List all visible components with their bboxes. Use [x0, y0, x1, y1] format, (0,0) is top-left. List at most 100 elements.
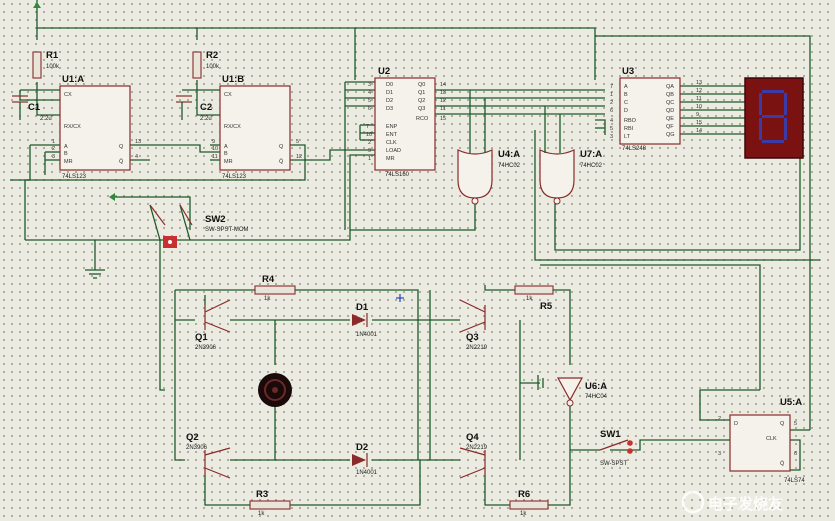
u3-part: 74LS248: [622, 146, 647, 152]
svg-text:QF: QF: [666, 124, 674, 130]
chip-u2: U2 D0 D1 D2 D3 ENP ENT CLK LOAD MR Q0 Q1…: [366, 66, 446, 178]
svg-text:5: 5: [296, 139, 299, 145]
svg-text:D0: D0: [386, 82, 393, 88]
svg-text:2: 2: [368, 140, 371, 146]
svg-text:5: 5: [610, 126, 613, 132]
u1a-label: U1:A: [62, 74, 84, 85]
svg-text:Q2: Q2: [418, 98, 425, 104]
u3-label: U3: [622, 66, 634, 77]
q1-part: 2N3906: [195, 345, 217, 351]
cursor-marker: [396, 294, 404, 302]
u1b-part: 74LS123: [222, 174, 247, 180]
r5-label: R5: [540, 301, 553, 312]
svg-text:3: 3: [718, 451, 721, 457]
u1b-label: U1:B: [222, 74, 244, 85]
r6-label: R6: [518, 489, 530, 500]
c2-label: C2: [200, 102, 212, 113]
svg-text:B: B: [224, 151, 228, 157]
svg-text:12: 12: [696, 88, 702, 94]
svg-text:D2: D2: [386, 98, 393, 104]
svg-text:6: 6: [794, 451, 797, 457]
u2-part: 74LS160: [385, 172, 410, 178]
svg-text:Q̄: Q̄: [279, 158, 284, 165]
r1-value: 100k: [46, 64, 60, 70]
svg-text:QA: QA: [666, 84, 674, 90]
gate-u4a: U4:A 74HC02: [457, 120, 521, 205]
watermark-text: 电子发烧友: [708, 495, 783, 513]
diode-d1: D1 1N4001: [352, 302, 378, 338]
svg-text:D: D: [624, 108, 628, 114]
svg-text:A: A: [624, 84, 628, 90]
d2-part: 1N4001: [356, 470, 378, 476]
q1-label: Q1: [195, 332, 208, 343]
svg-text:CLK: CLK: [386, 140, 397, 146]
switch-sw2: SW2 SW-SPST-MOM: [149, 204, 249, 248]
svg-text:RBO: RBO: [624, 118, 637, 124]
svg-text:14: 14: [696, 128, 702, 134]
resistor-r4: R4 1k: [254, 274, 296, 302]
svg-text:9: 9: [368, 148, 371, 154]
svg-text:MR: MR: [64, 159, 73, 165]
u6a-part: 74HC04: [585, 394, 608, 400]
q4-part: 2N2219: [466, 445, 488, 451]
r4-value: 1k: [264, 296, 271, 302]
svg-text:2: 2: [610, 100, 613, 106]
svg-text:Q̄: Q̄: [780, 460, 785, 467]
svg-text:14: 14: [440, 82, 446, 88]
q3-label: Q3: [466, 332, 479, 343]
svg-text:3: 3: [368, 82, 371, 88]
u1a-part: 74LS123: [62, 174, 87, 180]
u6a-label: U6:A: [585, 381, 607, 392]
svg-text:B: B: [624, 92, 628, 98]
svg-text:1: 1: [610, 92, 613, 98]
svg-text:10: 10: [212, 146, 218, 152]
svg-text:3: 3: [52, 154, 55, 160]
svg-text:9: 9: [212, 139, 215, 145]
u7a-part: 74HC02: [580, 163, 603, 169]
svg-text:15: 15: [696, 120, 702, 126]
transistor-q4: Q4 2N2219: [459, 432, 488, 479]
resistor-r2: R2 100k: [192, 50, 220, 79]
svg-text:RX/CX: RX/CX: [64, 124, 81, 130]
d1-part: 1N4001: [356, 332, 378, 338]
svg-text:12: 12: [296, 154, 302, 160]
svg-text:ENT: ENT: [386, 132, 398, 138]
transistor-q3: Q3 2N2219: [459, 299, 488, 351]
svg-text:15: 15: [440, 116, 446, 122]
u2-label: U2: [378, 66, 390, 77]
svg-text:10: 10: [366, 132, 372, 138]
r4-label: R4: [262, 274, 275, 285]
resistor-r6: R6 1k: [509, 489, 549, 517]
svg-text:Q: Q: [119, 144, 124, 150]
svg-text:D3: D3: [386, 106, 393, 112]
resistor-r5: R5 1k: [514, 285, 554, 312]
svg-text:6: 6: [610, 108, 613, 114]
r3-value: 1k: [258, 511, 265, 517]
svg-text:1: 1: [52, 139, 55, 145]
svg-text:Q3: Q3: [418, 106, 425, 112]
motor-icon: [258, 373, 292, 407]
svg-text:9: 9: [696, 112, 699, 118]
svg-text:Q: Q: [279, 144, 284, 150]
d1-label: D1: [356, 302, 369, 313]
diode-d2: D2 1N4001: [352, 442, 378, 476]
svg-text:1: 1: [368, 156, 371, 162]
svg-text:RX/CX: RX/CX: [224, 124, 241, 130]
resistor-r3: R3 1k: [249, 489, 291, 517]
svg-text:CX: CX: [64, 92, 72, 98]
svg-text:LT: LT: [624, 134, 631, 140]
svg-text:A: A: [224, 144, 228, 150]
svg-text:RCO: RCO: [416, 116, 429, 122]
svg-text:4: 4: [610, 118, 613, 124]
svg-text:RBI: RBI: [624, 126, 634, 132]
q2-label: Q2: [186, 432, 199, 443]
r6-value: 1k: [520, 511, 527, 517]
svg-text:4: 4: [368, 90, 371, 96]
svg-text:2: 2: [718, 416, 721, 422]
svg-text:MR: MR: [224, 159, 233, 165]
svg-text:QD: QD: [666, 108, 674, 114]
seven-segment-display: [744, 77, 804, 159]
wires: [10, 0, 820, 506]
chip-u1a: U1:A CX RX/CX A B MR Q Q̄ 1 2 3 13 4 74L…: [52, 74, 141, 180]
sw1-part: SW-SPST: [600, 461, 628, 467]
